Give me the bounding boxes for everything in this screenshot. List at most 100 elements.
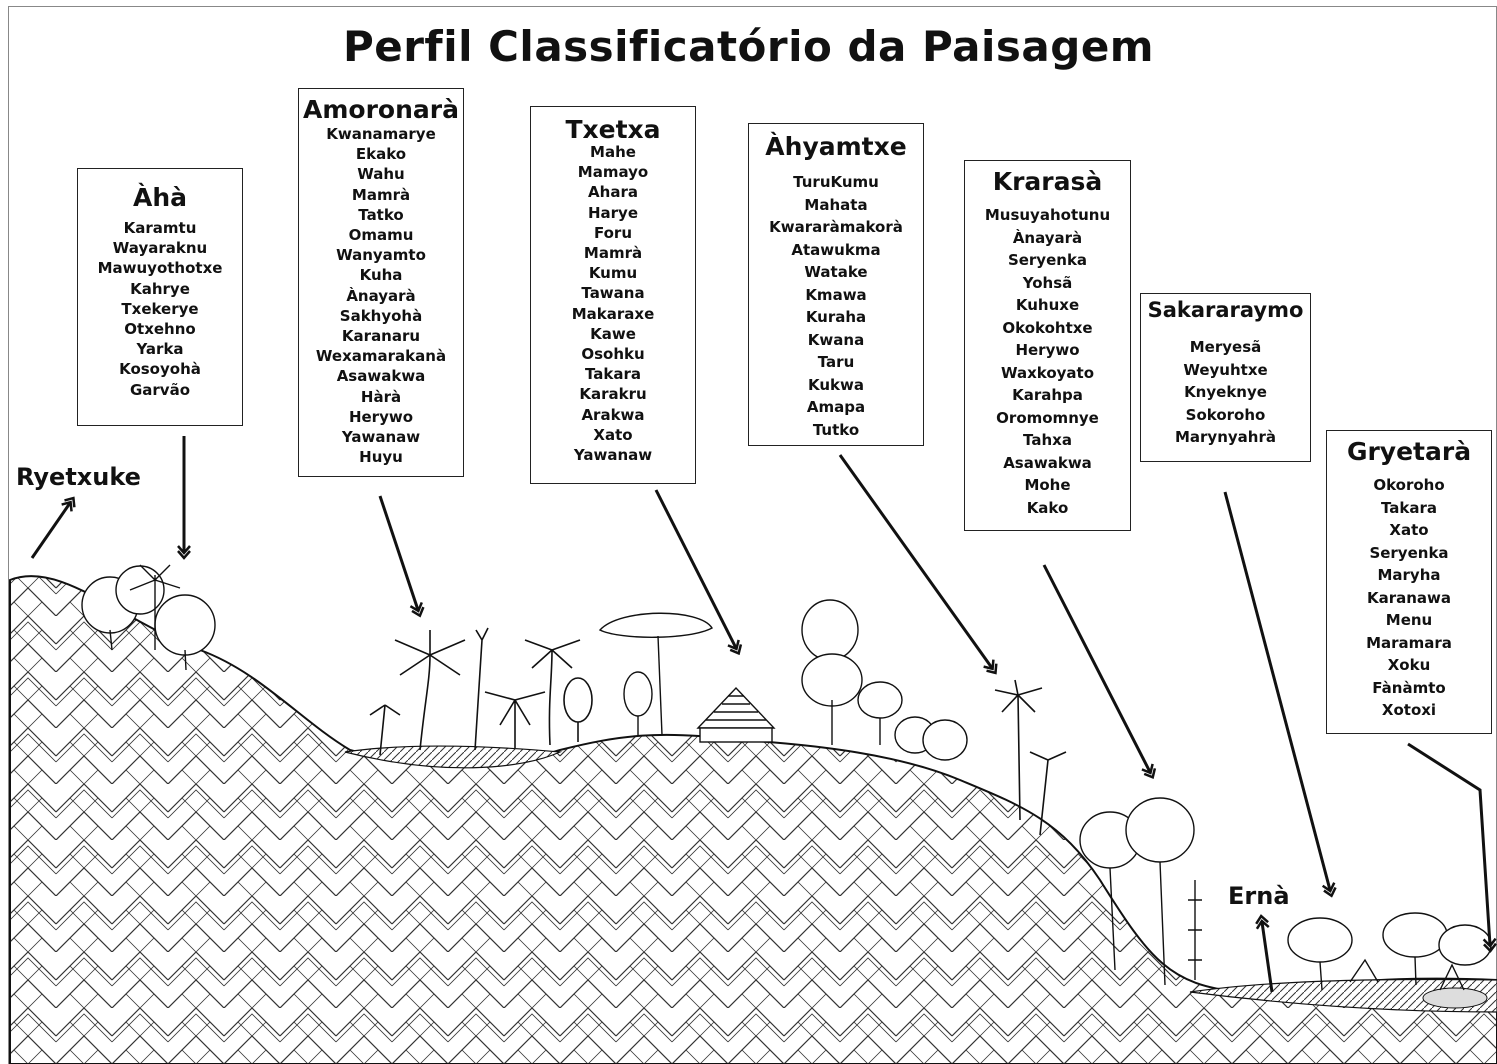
zone-item: Kwanamarye <box>326 125 436 143</box>
zone-item: Mahe <box>590 143 636 161</box>
arrow-ahyamtxe <box>838 454 998 675</box>
zone-item: Yarka <box>136 340 184 359</box>
wetland-patch <box>344 745 563 769</box>
zone-item: Maryha <box>1377 566 1441 584</box>
zone-item: Okokohtxe <box>1002 318 1093 337</box>
zone-item: Kahrye <box>130 279 190 298</box>
zone-item: Karanaru <box>341 327 421 346</box>
zone-item: Xotoxi <box>1381 701 1437 719</box>
zone-item: Waxkoyato <box>1000 363 1095 382</box>
zone-item: Taru <box>817 353 855 371</box>
arrow-sakararaymo <box>1223 491 1337 898</box>
zone-item: Knyeknye <box>1184 383 1267 401</box>
zone-item: Wayaraknu <box>112 239 208 258</box>
zone-item: Omamu <box>348 226 414 245</box>
zone-title: Amoronarà <box>303 95 459 124</box>
tree-cluster-txetxa <box>598 612 713 736</box>
zone-item: Fànàmto <box>1372 678 1446 697</box>
zone-item: Ànayarà <box>1012 228 1083 247</box>
zone-item: Kako <box>1026 498 1069 517</box>
tree-cluster-gryetara <box>1287 912 1492 991</box>
zone-item: Tutko <box>812 420 860 439</box>
zone-item: Kumu <box>588 264 638 283</box>
arrow-gryetara <box>1407 742 1497 953</box>
zone-item: Yawanaw <box>341 428 421 447</box>
zone-item: Herywo <box>1015 341 1080 359</box>
zone-item: Yohsã <box>1022 273 1073 292</box>
zone-title: Àhà <box>132 183 188 212</box>
zone-item: Kukwa <box>808 375 864 394</box>
zone-item: Karanawa <box>1366 588 1452 607</box>
zone-item: Kosoyohà <box>119 360 201 379</box>
zone-item: Mawuyothotxe <box>97 259 223 278</box>
zone-item: Atawukma <box>791 240 881 259</box>
zone-item: Ekako <box>355 145 407 164</box>
zone-item: Ànayarà <box>346 286 416 305</box>
zone-item: Wanyamto <box>336 246 426 265</box>
arrow-erna <box>1255 914 1274 993</box>
arrow-txetxa <box>654 489 743 656</box>
zone-item: Kuha <box>359 266 403 285</box>
zone-item: Menu <box>1385 611 1433 629</box>
zone-item: Kmawa <box>805 285 867 304</box>
zone-item: Musuyahotunu <box>984 206 1111 224</box>
palm-cluster-amoronara <box>369 627 593 756</box>
zone-item: Harye <box>587 203 639 222</box>
pointer-arrows <box>30 436 1497 993</box>
zone-item: Seryenka <box>1369 543 1449 562</box>
zone-item: Weyuhtxe <box>1183 360 1268 379</box>
zone-item: Mamrà <box>351 185 411 204</box>
tree-cluster-aha <box>81 564 216 671</box>
zone-item: Meryesã <box>1189 338 1262 356</box>
zone-title: Àhyamtxe <box>765 132 907 161</box>
village-house <box>696 686 776 743</box>
zone-item: Asawakwa <box>336 367 426 386</box>
zone-item: Asawakwa <box>1003 453 1092 472</box>
zone-title: Sakararaymo <box>1147 298 1304 322</box>
zone-item: TuruKumu <box>793 173 879 191</box>
zone-title: Txetxa <box>565 115 661 144</box>
zone-item: Oromomnye <box>996 408 1099 427</box>
zone-item: Makaraxe <box>571 304 655 323</box>
zone-item: Tatko <box>358 205 404 224</box>
zone-item: Watake <box>804 263 868 281</box>
zone-item: Karakru <box>579 385 647 404</box>
zone-item: Kawe <box>590 324 636 343</box>
zone-item: Ahara <box>588 183 638 202</box>
arrow-ryetxuke <box>30 496 76 559</box>
zone-item: Kwana <box>807 330 865 349</box>
zone-item: Hàrà <box>360 387 402 406</box>
zone-title: Krarasà <box>992 167 1103 196</box>
zone-item: Marynyahrà <box>1174 428 1276 446</box>
zone-item: Xoku <box>1387 656 1431 674</box>
diagram-title: Perfil Classificatório da Paisagem <box>342 22 1155 71</box>
palm-cluster-krarasa <box>994 679 1067 836</box>
zone-item: Osohku <box>581 345 645 364</box>
pond <box>1422 987 1488 1009</box>
zone-item: Wexamarakanà <box>315 347 447 366</box>
zone-item: Maramara <box>1366 633 1452 652</box>
wetland-patch <box>1189 978 1497 1013</box>
zone-item: Sakhyohà <box>339 306 423 325</box>
tree-cluster-ahyamtxe <box>801 599 968 761</box>
zone-item: Amapa <box>806 398 866 416</box>
zone-item: Seryenka <box>1007 251 1088 269</box>
zone-item: Mamayo <box>577 163 649 182</box>
zone-item: Txekerye <box>121 299 199 318</box>
arrow-amoronara <box>378 495 425 618</box>
zone-item: Mamrà <box>583 244 643 263</box>
zone-item: Sokoroho <box>1185 405 1266 424</box>
zone-item: Wahu <box>357 165 405 184</box>
